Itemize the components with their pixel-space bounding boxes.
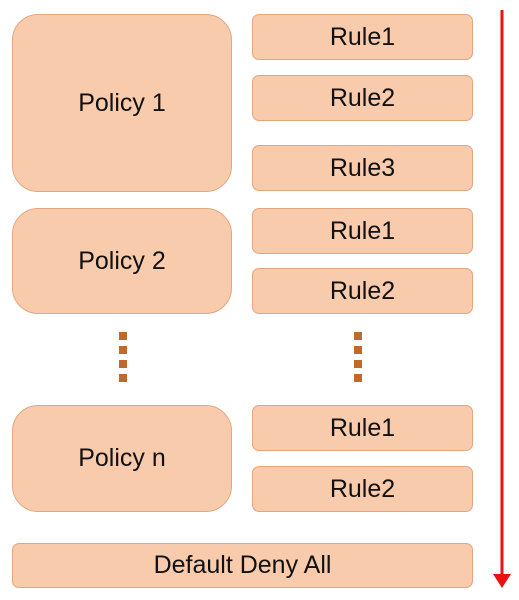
default-deny-box: Default Deny All xyxy=(12,543,473,588)
policy-ellipsis-dots xyxy=(119,332,127,382)
rule-label: Rule2 xyxy=(329,276,396,305)
policy-2-rule-2: Rule2 xyxy=(252,268,473,314)
rule-ellipsis-dots xyxy=(354,332,362,382)
policy-n-rule-2: Rule2 xyxy=(252,466,473,512)
rule-label: Rule1 xyxy=(329,413,396,442)
policy-n-box: Policy n xyxy=(12,405,232,512)
policy-1-box: Policy 1 xyxy=(12,14,232,192)
policy-1-rule-2: Rule2 xyxy=(252,75,473,121)
rule-label: Rule2 xyxy=(329,83,396,112)
policy-1-label: Policy 1 xyxy=(78,88,166,117)
policy-2-rule-1: Rule1 xyxy=(252,208,473,254)
policy-2-box: Policy 2 xyxy=(12,208,232,314)
rule-label: Rule2 xyxy=(329,474,396,503)
policy-1-rule-1: Rule1 xyxy=(252,14,473,60)
rule-label: Rule3 xyxy=(329,153,396,182)
rule-label: Rule1 xyxy=(329,216,396,245)
policy-2-label: Policy 2 xyxy=(78,246,166,275)
policy-n-rule-1: Rule1 xyxy=(252,405,473,451)
policy-n-label: Policy n xyxy=(78,444,166,472)
default-deny-label: Default Deny All xyxy=(153,551,332,579)
rule-label: Rule1 xyxy=(329,22,396,51)
evaluation-order-arrow xyxy=(493,10,511,588)
policy-1-rule-3: Rule3 xyxy=(252,145,473,191)
